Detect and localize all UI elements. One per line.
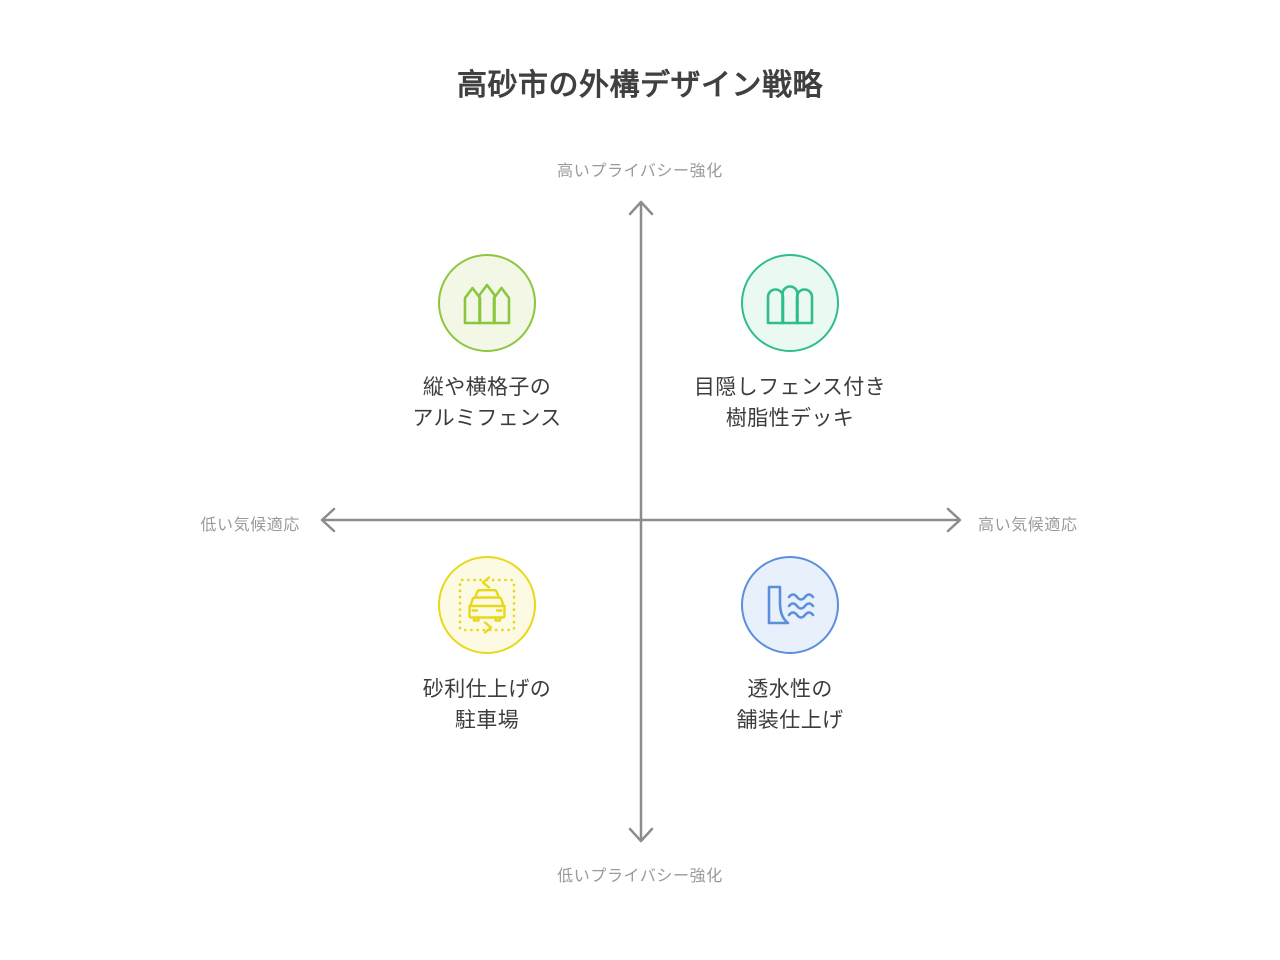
quadrant-icon-bubble-top-left (438, 254, 536, 352)
quadrant-item-top-right[interactable]: 目隠しフェンス付き 樹脂性デッキ (640, 254, 940, 434)
permeable-paving-water-icon (767, 585, 815, 625)
picket-fence-pointed-icon (463, 283, 511, 325)
axis-label-left: 低い気候適応 (200, 517, 300, 534)
quadrant-icon-bubble-bottom-right (741, 556, 839, 654)
privacy-fence-rounded-icon (766, 285, 814, 325)
quadrant-label-top-left: 縦や横格子の アルミフェンス (412, 376, 562, 430)
axis-arrow-right-icon (946, 507, 962, 533)
axis-arrow-down-icon (628, 827, 654, 843)
axis-label-bottom: 低いプライバシー強化 (557, 868, 723, 885)
quadrant-item-bottom-left[interactable]: 砂利仕上げの 駐車場 (337, 556, 637, 736)
quadrant-item-bottom-right[interactable]: 透水性の 舗装仕上げ (640, 556, 940, 736)
page-title: 高砂市の外構デザイン戦略 (457, 69, 823, 102)
axis-label-top: 高いプライバシー強化 (557, 163, 723, 180)
axis-arrow-left-icon (320, 507, 336, 533)
gravel-parking-car-icon (458, 576, 516, 634)
quadrant-label-bottom-right: 透水性の 舗装仕上げ (736, 678, 844, 732)
axis-label-right: 高い気候適応 (978, 517, 1078, 534)
quadrant-icon-bubble-bottom-left (438, 556, 536, 654)
quadrant-label-top-right: 目隠しフェンス付き 樹脂性デッキ (693, 376, 887, 430)
quadrant-item-top-left[interactable]: 縦や横格子の アルミフェンス (337, 254, 637, 434)
quadrant-label-bottom-left: 砂利仕上げの 駐車場 (422, 678, 552, 732)
axis-arrow-up-icon (628, 200, 654, 216)
quadrant-icon-bubble-top-right (741, 254, 839, 352)
